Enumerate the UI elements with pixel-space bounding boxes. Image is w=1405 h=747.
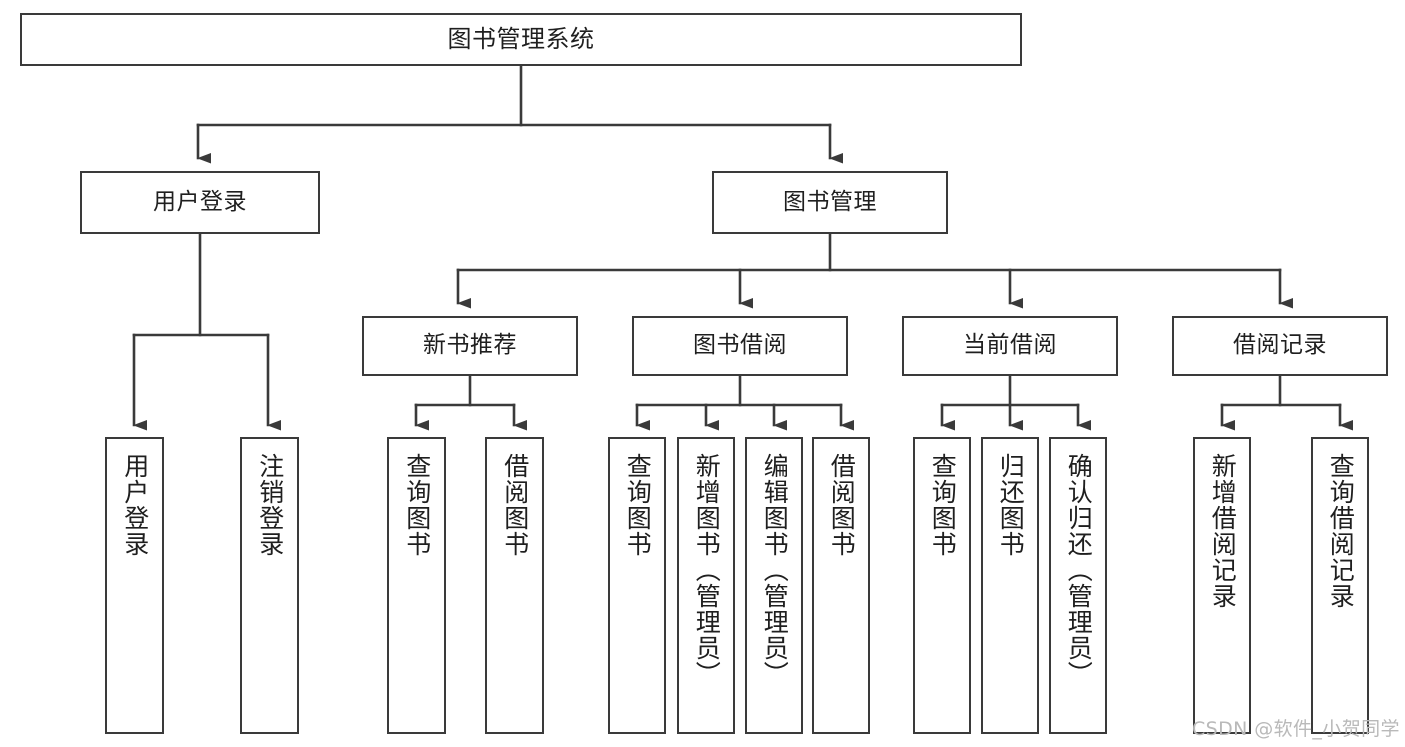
leaf-borrow-book-2-label: 借阅图书 — [827, 453, 857, 557]
leaf-query-book-1-label: 查询图书 — [402, 453, 432, 557]
node-borrow-record[interactable]: 借阅记录 — [1172, 316, 1388, 376]
leaf-return-book[interactable]: 归还图书 — [981, 437, 1039, 734]
node-current-borrow[interactable]: 当前借阅 — [902, 316, 1118, 376]
leaf-query-record-label: 查询借阅记录 — [1326, 453, 1356, 609]
leaf-edit-book[interactable]: 编辑图书（管理员） — [745, 437, 803, 734]
leaf-add-book[interactable]: 新增图书（管理员） — [677, 437, 735, 734]
leaf-edit-book-label: 编辑图书（管理员） — [760, 453, 790, 687]
leaf-query-book-3[interactable]: 查询图书 — [913, 437, 971, 734]
leaf-logout-login[interactable]: 注销登录 — [240, 437, 299, 734]
node-book-manage-label: 图书管理 — [783, 188, 877, 215]
node-user-login-label: 用户登录 — [153, 188, 247, 215]
leaf-borrow-book-1-label: 借阅图书 — [500, 453, 530, 557]
leaf-logout-login-label: 注销登录 — [255, 453, 285, 557]
node-book-borrow[interactable]: 图书借阅 — [632, 316, 848, 376]
leaf-query-book-2-label: 查询图书 — [623, 453, 653, 557]
node-book-manage[interactable]: 图书管理 — [712, 171, 948, 234]
node-new-book-recommend-label: 新书推荐 — [423, 332, 517, 359]
leaf-user-login-label: 用户登录 — [120, 453, 150, 557]
leaf-query-book-1[interactable]: 查询图书 — [387, 437, 446, 734]
leaf-user-login[interactable]: 用户登录 — [105, 437, 164, 734]
node-root-label: 图书管理系统 — [447, 25, 595, 54]
leaf-confirm-return-label: 确认归还（管理员） — [1064, 453, 1094, 687]
leaf-add-record-label: 新增借阅记录 — [1208, 453, 1238, 609]
node-user-login[interactable]: 用户登录 — [80, 171, 320, 234]
node-root[interactable]: 图书管理系统 — [20, 13, 1022, 66]
csdn-watermark: CSDN @软件_小贺同学 — [1192, 718, 1400, 740]
leaf-confirm-return[interactable]: 确认归还（管理员） — [1049, 437, 1107, 734]
leaf-add-book-label: 新增图书（管理员） — [692, 453, 722, 687]
leaf-borrow-book-2[interactable]: 借阅图书 — [812, 437, 870, 734]
leaf-query-book-2[interactable]: 查询图书 — [608, 437, 666, 734]
node-current-borrow-label: 当前借阅 — [963, 332, 1057, 359]
node-new-book-recommend[interactable]: 新书推荐 — [362, 316, 578, 376]
node-borrow-record-label: 借阅记录 — [1233, 332, 1327, 359]
leaf-query-book-3-label: 查询图书 — [928, 453, 958, 557]
leaf-add-record[interactable]: 新增借阅记录 — [1193, 437, 1251, 734]
leaf-borrow-book-1[interactable]: 借阅图书 — [485, 437, 544, 734]
leaf-query-record[interactable]: 查询借阅记录 — [1311, 437, 1369, 734]
leaf-return-book-label: 归还图书 — [996, 453, 1026, 557]
node-book-borrow-label: 图书借阅 — [693, 332, 787, 359]
